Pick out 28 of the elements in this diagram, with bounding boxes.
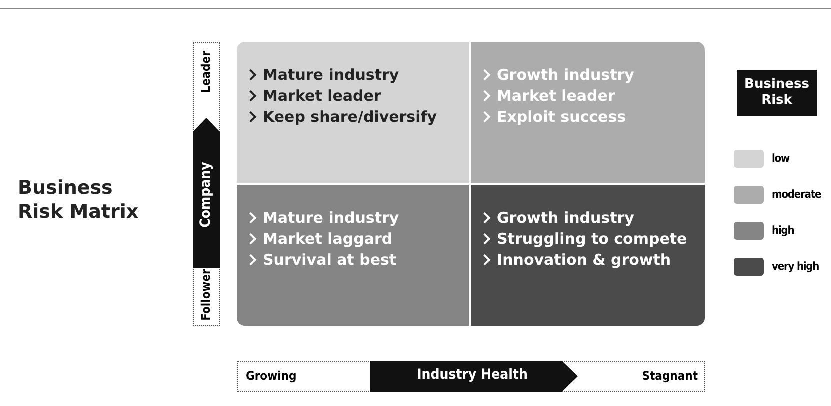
legend-label: very high — [772, 260, 820, 273]
axis-end-label: Growing — [246, 369, 297, 383]
quadrant-text: Growth industry — [497, 66, 634, 84]
axis-title: Company — [198, 162, 214, 228]
matrix-quadrant — [471, 42, 705, 183]
axis-end-label: Follower — [199, 269, 213, 321]
quadrant-text: Market leader — [263, 86, 382, 104]
axis-end-label: Stagnant — [641, 369, 698, 383]
axis-end-label: Leader — [199, 51, 213, 93]
quadrant-text: Innovation & growth — [497, 250, 672, 268]
legend-label: low — [772, 152, 790, 165]
quadrant-text: Mature industry — [263, 66, 400, 84]
legend-label: moderate — [772, 188, 822, 201]
quadrant-text: Exploit success — [497, 108, 626, 126]
legend-heading: Business Risk — [737, 70, 817, 116]
matrix-quadrant — [471, 185, 705, 326]
quadrant-text: Market leader — [497, 86, 616, 104]
legend-label: high — [772, 224, 794, 237]
quadrant-text: Struggling to compete — [497, 230, 688, 248]
axis-title: Industry Health — [416, 367, 529, 383]
quadrant-text: Mature industry — [263, 208, 400, 226]
matrix-quadrant — [237, 42, 469, 183]
title: Business Risk Matrix — [18, 176, 140, 224]
quadrant-text: Market laggard — [263, 230, 393, 248]
quadrant-text: Keep share/diversify — [263, 108, 438, 126]
matrix-quadrant — [237, 185, 469, 326]
quadrant-text: Survival at best — [263, 250, 397, 268]
quadrant-text: Growth industry — [497, 208, 634, 226]
